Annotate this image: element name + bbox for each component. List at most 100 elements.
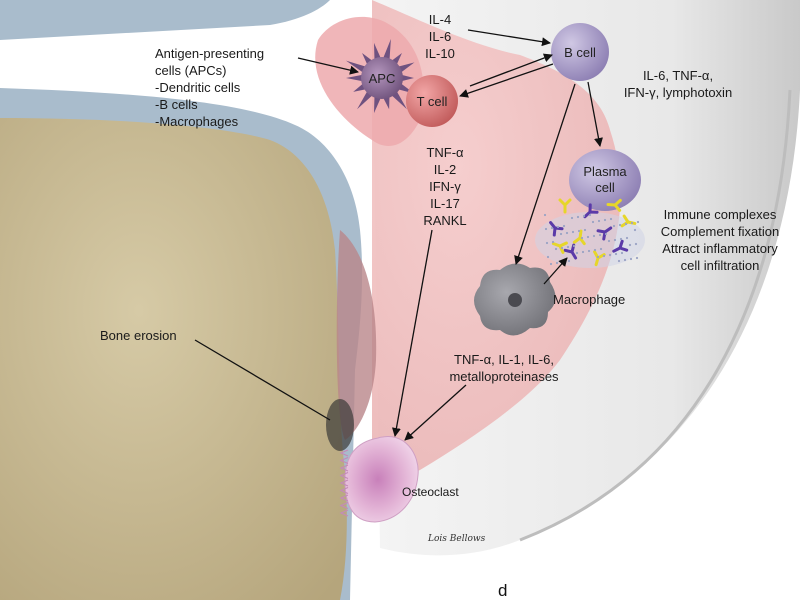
complex-speckle	[598, 233, 602, 237]
macro-cyto-2: metalloproteinases	[449, 369, 559, 384]
complex-speckle	[567, 259, 571, 263]
antibody	[583, 203, 599, 219]
complex-speckle	[587, 249, 591, 253]
complex-speckle	[586, 235, 590, 239]
complex-speckle	[619, 237, 623, 241]
complex-speckle	[614, 252, 618, 256]
complex-speckle	[544, 227, 548, 231]
pannus	[336, 230, 377, 440]
osteoclast-label: Osteoclast	[402, 485, 459, 499]
complex-speckle	[565, 231, 569, 235]
complex-speckle	[570, 216, 574, 220]
complex-speckle	[636, 220, 640, 224]
cyto-b-1: IL-6, TNF-α,	[643, 68, 713, 83]
complex-speckle	[591, 220, 595, 224]
complex-speckle	[635, 256, 639, 260]
osteoclast	[339, 436, 419, 523]
complex-speckle	[624, 222, 628, 226]
t-cell: T cell	[406, 75, 458, 127]
complex-speckle	[571, 230, 575, 234]
arrow-bcell-to-macrophage	[514, 83, 576, 265]
complex-speckle	[562, 224, 566, 228]
t-cell-label: T cell	[417, 94, 448, 109]
complex-speckle	[617, 259, 621, 263]
b-cell-label: B cell	[564, 45, 596, 60]
immune-2: Complement fixation	[661, 224, 780, 239]
upper-cartilage	[0, 0, 330, 40]
complex-speckle	[555, 261, 559, 265]
bone	[0, 118, 347, 600]
complex-speckle	[630, 221, 634, 225]
panel-letter: d	[498, 581, 507, 600]
macrophage-label: Macrophage	[553, 292, 625, 307]
complex-speckle	[599, 247, 603, 251]
complex-speckle	[575, 251, 579, 255]
immune-effects: Immune complexes Complement fixation Att…	[661, 207, 780, 273]
osteoclast-ruffle	[339, 501, 349, 510]
complex-speckle	[607, 239, 611, 243]
apc-item-1: -Dendritic cells	[155, 80, 241, 95]
antibody	[558, 198, 572, 214]
arrow-macrophage-to-osteoclast	[404, 384, 467, 441]
complex-speckle	[634, 242, 638, 246]
complex-speckle	[628, 243, 632, 247]
macrophage	[474, 263, 556, 336]
complex-speckle	[612, 224, 616, 228]
complex-speckle	[604, 232, 608, 236]
osteoclast-ruffle	[339, 494, 349, 502]
complex-speckle	[582, 214, 586, 218]
osteoclast-ruffle	[339, 456, 349, 465]
complex-speckle	[602, 254, 606, 258]
complex-speckle	[577, 229, 581, 233]
apc-item-2: -B cells	[155, 97, 198, 112]
osteoclast-ruffle	[339, 464, 349, 472]
complex-speckle	[580, 236, 584, 240]
arrow-il-to-bcell	[467, 29, 551, 47]
apc-legend: Antigen-presenting cells (APCs) -Dendrit…	[155, 46, 264, 129]
osteoclast-ruffle	[339, 449, 349, 457]
cyto-top-3: IL-10	[425, 46, 455, 61]
complex-speckle	[556, 225, 560, 229]
plasma-cell-label-1: Plasma	[583, 164, 627, 179]
apc-dendrite	[373, 95, 382, 114]
arrow-apc-label-to-apc	[297, 57, 359, 75]
apc-dendrite	[400, 74, 414, 82]
complex-speckle	[613, 238, 617, 242]
complex-speckle	[566, 245, 570, 249]
complex-speckle	[543, 213, 547, 217]
osteoclast-ruffle	[339, 509, 349, 517]
apc-cell-label: APC	[369, 71, 396, 86]
erosion-shadow	[326, 399, 354, 451]
antibody	[549, 221, 564, 237]
complex-speckle	[549, 262, 553, 266]
complex-speckle	[545, 241, 549, 245]
arrow-bcell-to-tcell	[459, 63, 554, 98]
complex-speckle	[559, 232, 563, 236]
complex-speckle	[609, 217, 613, 221]
complex-speckle	[560, 246, 564, 250]
arrow-tcell-to-bcell	[469, 53, 553, 87]
apc-title-2: cells (APCs)	[155, 63, 227, 78]
complex-speckle	[593, 248, 597, 252]
apc-title-1: Antigen-presenting	[155, 46, 264, 61]
complex-speckle	[581, 250, 585, 254]
osteoclast-ruffle	[339, 486, 349, 495]
complex-speckle	[603, 218, 607, 222]
osteoclast-ruffle	[339, 479, 349, 487]
cytokines-bcell: IL-6, TNF-α, IFN-γ, lymphotoxin	[624, 68, 732, 100]
complex-speckle	[551, 240, 555, 244]
complex-speckle	[618, 223, 622, 227]
complex-speckle	[572, 244, 576, 248]
cytokines-top: IL-4 IL-6 IL-10	[425, 12, 455, 61]
antibody	[551, 241, 568, 254]
cyto-top-2: IL-6	[429, 29, 451, 44]
cytokines-tcell: TNF-α IL-2 IFN-γ IL-17 RANKL	[423, 145, 466, 228]
apc-dendrite	[382, 95, 390, 110]
antibody	[612, 239, 629, 253]
arrow-macrophage-to-complex	[543, 257, 568, 285]
complex-speckle	[608, 253, 612, 257]
cyto-t-2: IL-2	[434, 162, 456, 177]
complex-speckle	[596, 255, 600, 259]
